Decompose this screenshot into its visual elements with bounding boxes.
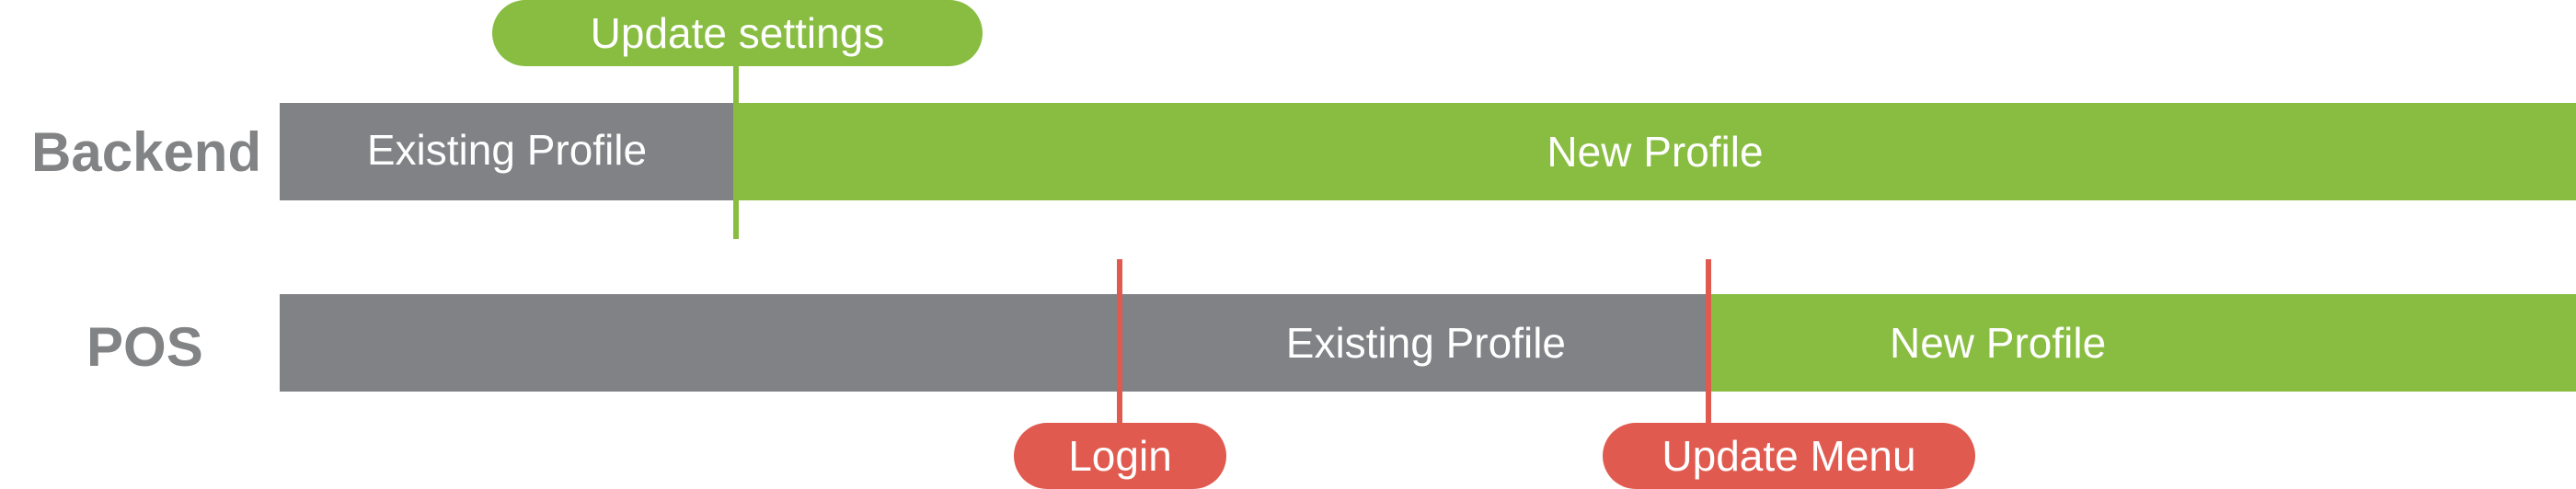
pos-existing-profile-label: Existing Profile [1285,319,1566,367]
update-menu-event-pill: Update Menu [1603,423,1975,489]
pos-new-profile-label: New Profile [1890,319,2107,367]
update-settings-event-pill: Update settings [492,0,983,66]
backend-new-profile-label: New Profile [1547,128,1764,176]
login-marker-line [1117,259,1122,428]
backend-existing-profile-segment: Existing Profile [280,103,734,200]
login-event-label: Login [1068,432,1172,480]
pos-existing-profile-segment: Existing Profile [280,294,1708,392]
backend-new-profile-segment: New Profile [734,103,2576,200]
pos-new-profile-segment: New Profile [1708,294,2576,392]
update-settings-event-label: Update settings [590,9,885,57]
update-settings-marker-line [733,61,739,239]
backend-existing-profile-label: Existing Profile [366,126,648,174]
backend-row-label: Backend [31,121,262,183]
login-event-pill: Login [1014,423,1226,489]
update-menu-marker-line [1706,259,1711,428]
pos-row-label: POS [86,316,203,378]
update-menu-event-label: Update Menu [1662,432,1916,480]
